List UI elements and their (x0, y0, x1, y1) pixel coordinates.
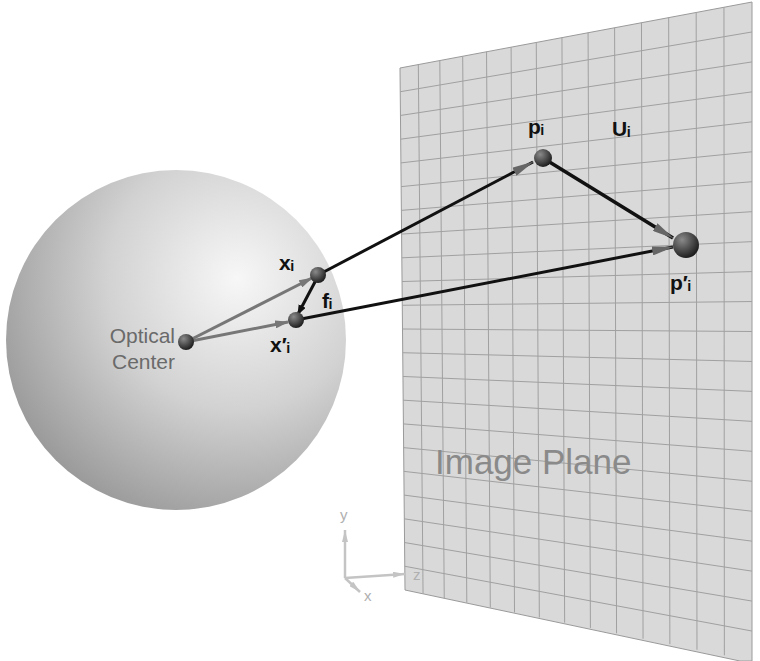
sphere (6, 170, 346, 510)
axis-label: x (364, 588, 372, 603)
projection-line (318, 162, 533, 275)
force-arrow (298, 280, 316, 314)
point (673, 232, 699, 258)
axes (345, 530, 405, 592)
point-label: p′ᵢ (670, 272, 691, 293)
point-label: xᵢ (279, 252, 294, 273)
plane-grid (400, 7, 752, 655)
optical-center-point (178, 334, 194, 350)
point (310, 267, 326, 283)
force-label: fᵢ (322, 290, 332, 311)
point-label: x′ᵢ (270, 334, 290, 355)
point (534, 149, 552, 167)
axis-label: y (340, 507, 348, 522)
optical-center-label: Optical Center (95, 323, 175, 376)
point-label: pᵢ (528, 116, 544, 137)
vector-label: Uᵢ (612, 118, 630, 139)
displacement-arrow (543, 158, 673, 238)
image-plane (400, 2, 752, 661)
plane-label: Image Plane (435, 444, 632, 479)
projection-line (296, 247, 673, 320)
point (288, 312, 304, 328)
ray (186, 278, 312, 342)
axis-label: z (413, 567, 421, 582)
